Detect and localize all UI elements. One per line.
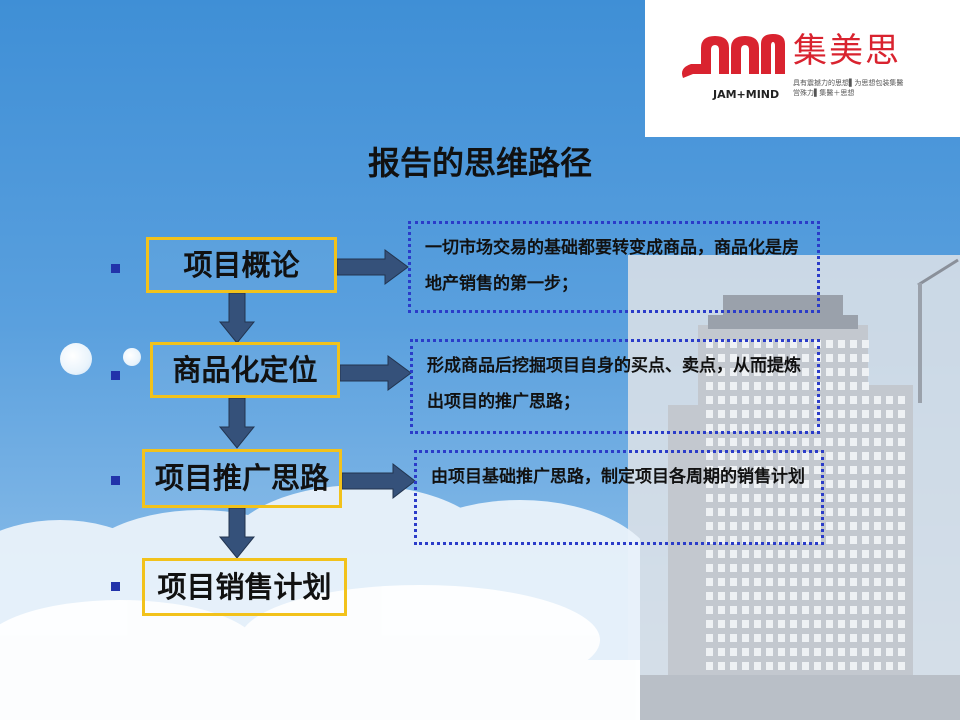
bubble-small	[123, 348, 141, 366]
arrow-right-1	[336, 249, 409, 285]
arrow-right-2	[339, 355, 412, 391]
logo-english-name: JAM+MIND	[713, 88, 780, 101]
step-box-1: 项目概论	[146, 237, 337, 293]
step-description-2: 形成商品后挖掘项目自身的买点、卖点，从而提炼出项目的推广思路；	[410, 339, 820, 434]
step-label: 项目推广思路	[154, 461, 329, 495]
step-description-1: 一切市场交易的基础都要转变成商品，商品化是房地产销售的第一步；	[408, 221, 820, 313]
building-illustration	[628, 255, 960, 720]
bubble-large	[60, 343, 92, 375]
description-text: 一切市场交易的基础都要转变成商品，商品化是房地产销售的第一步；	[425, 238, 799, 294]
step-box-4: 项目销售计划	[142, 558, 347, 616]
description-text: 形成商品后挖掘项目自身的买点、卖点，从而提炼出项目的推广思路；	[427, 356, 801, 412]
logo-mark-icon	[682, 34, 785, 78]
slide-title: 报告的思维路径	[367, 144, 592, 182]
step-label: 项目销售计划	[157, 570, 332, 604]
arrow-down-3	[218, 507, 256, 559]
step-description-3: 由项目基础推广思路，制定项目各周期的销售计划	[414, 450, 824, 545]
bullet-marker	[111, 264, 120, 273]
bullet-marker	[111, 582, 120, 591]
step-label: 商品化定位	[172, 353, 318, 387]
arrow-down-1	[218, 292, 256, 344]
logo: 集美思 具有震撼力的思想▌为思想包装集醫 営殊力▌集醫＋思想 JAM+MIND	[645, 0, 960, 137]
arrow-down-2	[218, 397, 256, 449]
step-label: 项目概论	[183, 248, 300, 282]
description-text: 由项目基础推广思路，制定项目各周期的销售计划	[431, 467, 805, 487]
arrow-right-3	[341, 462, 416, 500]
logo-tagline: 具有震撼力的思想▌为思想包装集醫	[793, 79, 904, 87]
bullet-marker	[111, 371, 120, 380]
bullet-marker	[111, 476, 120, 485]
step-box-3: 项目推广思路	[142, 449, 342, 508]
logo-tagline-2: 営殊力▌集醫＋思想	[793, 89, 855, 97]
logo-chinese-name: 集美思	[793, 31, 901, 71]
step-box-2: 商品化定位	[150, 342, 340, 398]
